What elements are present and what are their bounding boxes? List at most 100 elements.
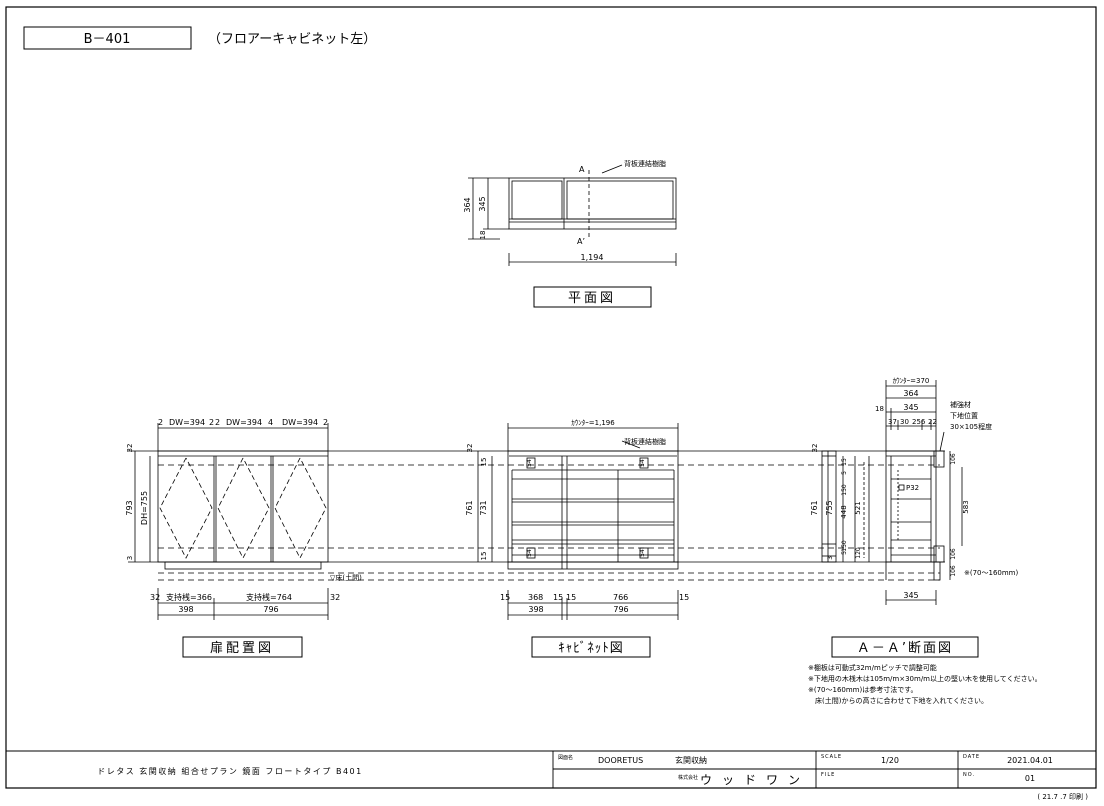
cabinet-dim-left-3: 761 [465,500,474,515]
date-label: DATE [963,754,980,760]
section-dim-right-3: 106 [950,548,957,560]
door-layout [134,423,329,620]
cabinet-dim-left-4: 731 [479,500,488,515]
plan-title-box [533,286,652,308]
plan-note-back: 背板連結樹脂 [624,159,666,168]
section-title: Ａ－Ａ’断面図 [857,641,953,656]
cabinet-dim-left-5: 15 [480,552,488,561]
section-inner-dim-3: 150 [841,484,848,496]
section-inner-dim-9: 3 [827,556,834,560]
cabinet-title-box [531,636,651,658]
cabinet-dim-bottom2-1: 398 [528,605,543,614]
section-gap-note: ※(70～160mm) [964,569,1019,577]
section-dim-right-4: 106 [950,565,957,577]
door-dim-bottom-2: 支持桟=366 [166,592,212,602]
file-label: FILE [821,772,835,778]
scale-label: SCALE [821,754,842,760]
cabinet-dim-bottom-1: 15 [500,593,510,602]
company-name: ウッドワン [700,773,810,787]
plan-marker-a-prime: A’ [577,237,585,246]
cabinet-dim-left-2: 15 [480,458,488,467]
drawing-title: ドレタス 玄関収納 組合せプラン 鏡面 フロートタイプ B401 [97,766,362,776]
section-dim-top-1: 364 [903,389,918,398]
plan-marker-a: A [579,165,585,174]
section-note-3: 30×105程度 [950,422,992,431]
section-inner-dim-7: 5 [841,551,848,555]
plan-dim-width: 1,194 [581,253,604,262]
door-title: 扉配置図 [210,640,274,656]
product-sub: 玄関収納 [675,755,707,765]
plan-dim-back: 18 [479,231,487,240]
sheet-border [5,6,1097,789]
cabinet-dim-bottom-6: 15 [679,593,689,602]
door-dim-bottom2-2: 796 [263,605,278,614]
cabinet-dim-bottom-3: 15 [553,593,563,602]
note-line-1: ※棚板は可動式32m/mピッチで調整可能 [808,663,937,672]
cabinet-inner-dim-3: 54 [526,549,533,557]
cabinet-dim-bottom2-2: 796 [613,605,628,614]
section-dim-top-3: 345 [903,403,918,412]
door-dim-top-6: 4 [268,418,273,427]
door-dim-bottom-4: 32 [330,593,340,602]
door-dim-top-3: 2 [209,418,214,427]
section-view [821,380,963,605]
note-line-4: 床(土間)からの高さに合わせて下地を入れてください。 [808,696,988,705]
door-dim-left-1: 32 [126,444,134,453]
scale-value: 1/20 [881,756,899,765]
section-dim-left-3: 755 [825,500,834,515]
door-dim-top-5: DW=394 [226,418,262,427]
section-dim-right-1: 106 [950,453,957,465]
section-dim-left-1: 32 [811,444,819,453]
section-counter-label: ｶｳﾝﾀｰ=370 [893,377,930,385]
no-label: NO. [963,772,975,778]
plan-title: 平面図 [568,291,616,306]
title-block [6,750,1096,788]
section-inner-dim-6: 150 [841,540,848,552]
section-inner-dim-8: 120 [855,547,862,559]
header-subtitle: （フロアーキャビネット左） [208,32,376,47]
section-inner-dim-5: 521 [854,501,862,514]
door-dim-top-1: 2 [158,418,163,427]
cabinet-inner-dim-4: 54 [639,549,646,557]
name-label: 図面名 [558,754,573,761]
section-inner-dim-2: 5 [841,471,848,475]
door-dim-top-2: DW=394 [169,418,205,427]
note-line-2: ※下地用の木桟木は105m/m×30m/m以上の堅い木を使用してください。 [808,674,1042,683]
door-dim-bottom-3: 支持桟=764 [246,592,292,602]
door-dim-bottom-1: 32 [150,593,160,602]
section-inner-dim-1: 15 [841,458,848,466]
section-dim-bottom: 345 [903,591,918,600]
date-value: 2021.04.01 [1007,756,1053,765]
cabinet-dim-bottom-2: 368 [528,593,543,602]
cabinet-view [477,423,679,620]
plan-dim-inner: 345 [478,196,487,211]
plan-dim-depth: 364 [463,197,472,212]
section-col-dim-1: 37 [888,418,897,426]
no-value: 01 [1025,774,1035,783]
section-col-dim-3: 256 [912,418,926,426]
door-dim-left-3: DH=755 [140,491,149,525]
door-dim-top-8: 2 [323,418,328,427]
section-dim-top-2: 18 [875,405,884,413]
cabinet-inner-dim-1: 54 [526,459,533,467]
section-col-dim-2: 30 [900,418,909,426]
print-note: ( 21.7 .7 印刷 ) [1037,793,1088,801]
cabinet-dim-bottom-5: 766 [613,593,628,602]
section-col-dim-4: 22 [928,418,937,426]
door-title-box [182,636,303,658]
section-shelf-label: P32 [906,484,919,492]
header-code-box [23,26,192,50]
cabinet-inner-dim-2: 54 [639,459,646,467]
cabinet-counter-label: ｶｳﾝﾀｰ=1,196 [571,419,615,427]
door-dim-bottom2-1: 398 [178,605,193,614]
section-note-2: 下地位置 [950,411,978,420]
cabinet-title: ｷｬﾋﾞﾈｯﾄ図 [558,641,624,656]
cabinet-dim-bottom-4: 15 [566,593,576,602]
header-code: B－401 [84,32,131,47]
note-line-3: ※(70～160mm)は参考寸法です。 [808,685,918,694]
door-dim-left-2: 793 [125,500,134,515]
cabinet-dim-left-1: 32 [466,444,474,453]
plan-view [468,164,677,266]
section-inner-dim-4: 448 [840,505,848,518]
cabinet-note-back: 背板連結樹脂 [624,437,666,446]
